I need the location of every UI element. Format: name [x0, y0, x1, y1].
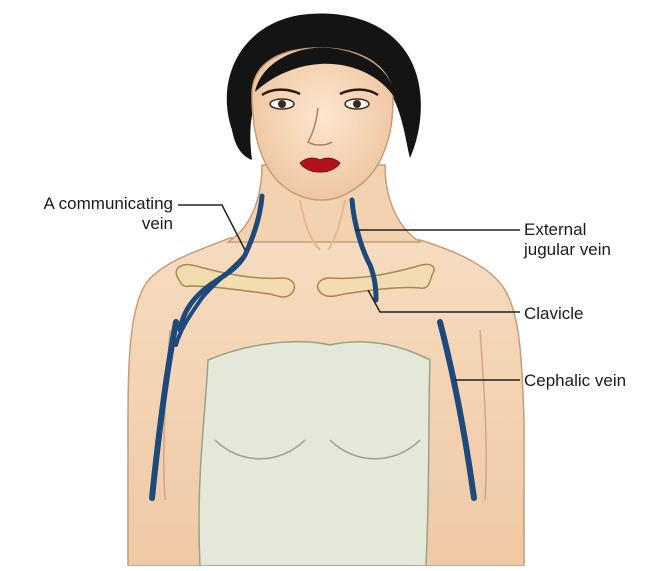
label-communicating-vein: A communicating vein	[8, 194, 173, 234]
right-iris	[353, 100, 361, 108]
label-external-jugular-vein-line2: jugular vein	[524, 240, 611, 260]
left-iris	[278, 100, 286, 108]
label-external-jugular-vein-line1: External	[524, 220, 611, 240]
label-cephalic-vein: Cephalic vein	[524, 371, 626, 391]
label-communicating-vein-line1: A communicating	[8, 194, 173, 214]
label-clavicle: Clavicle	[524, 304, 584, 324]
label-external-jugular-vein: External jugular vein	[524, 220, 611, 260]
label-communicating-vein-line2: vein	[8, 214, 173, 234]
